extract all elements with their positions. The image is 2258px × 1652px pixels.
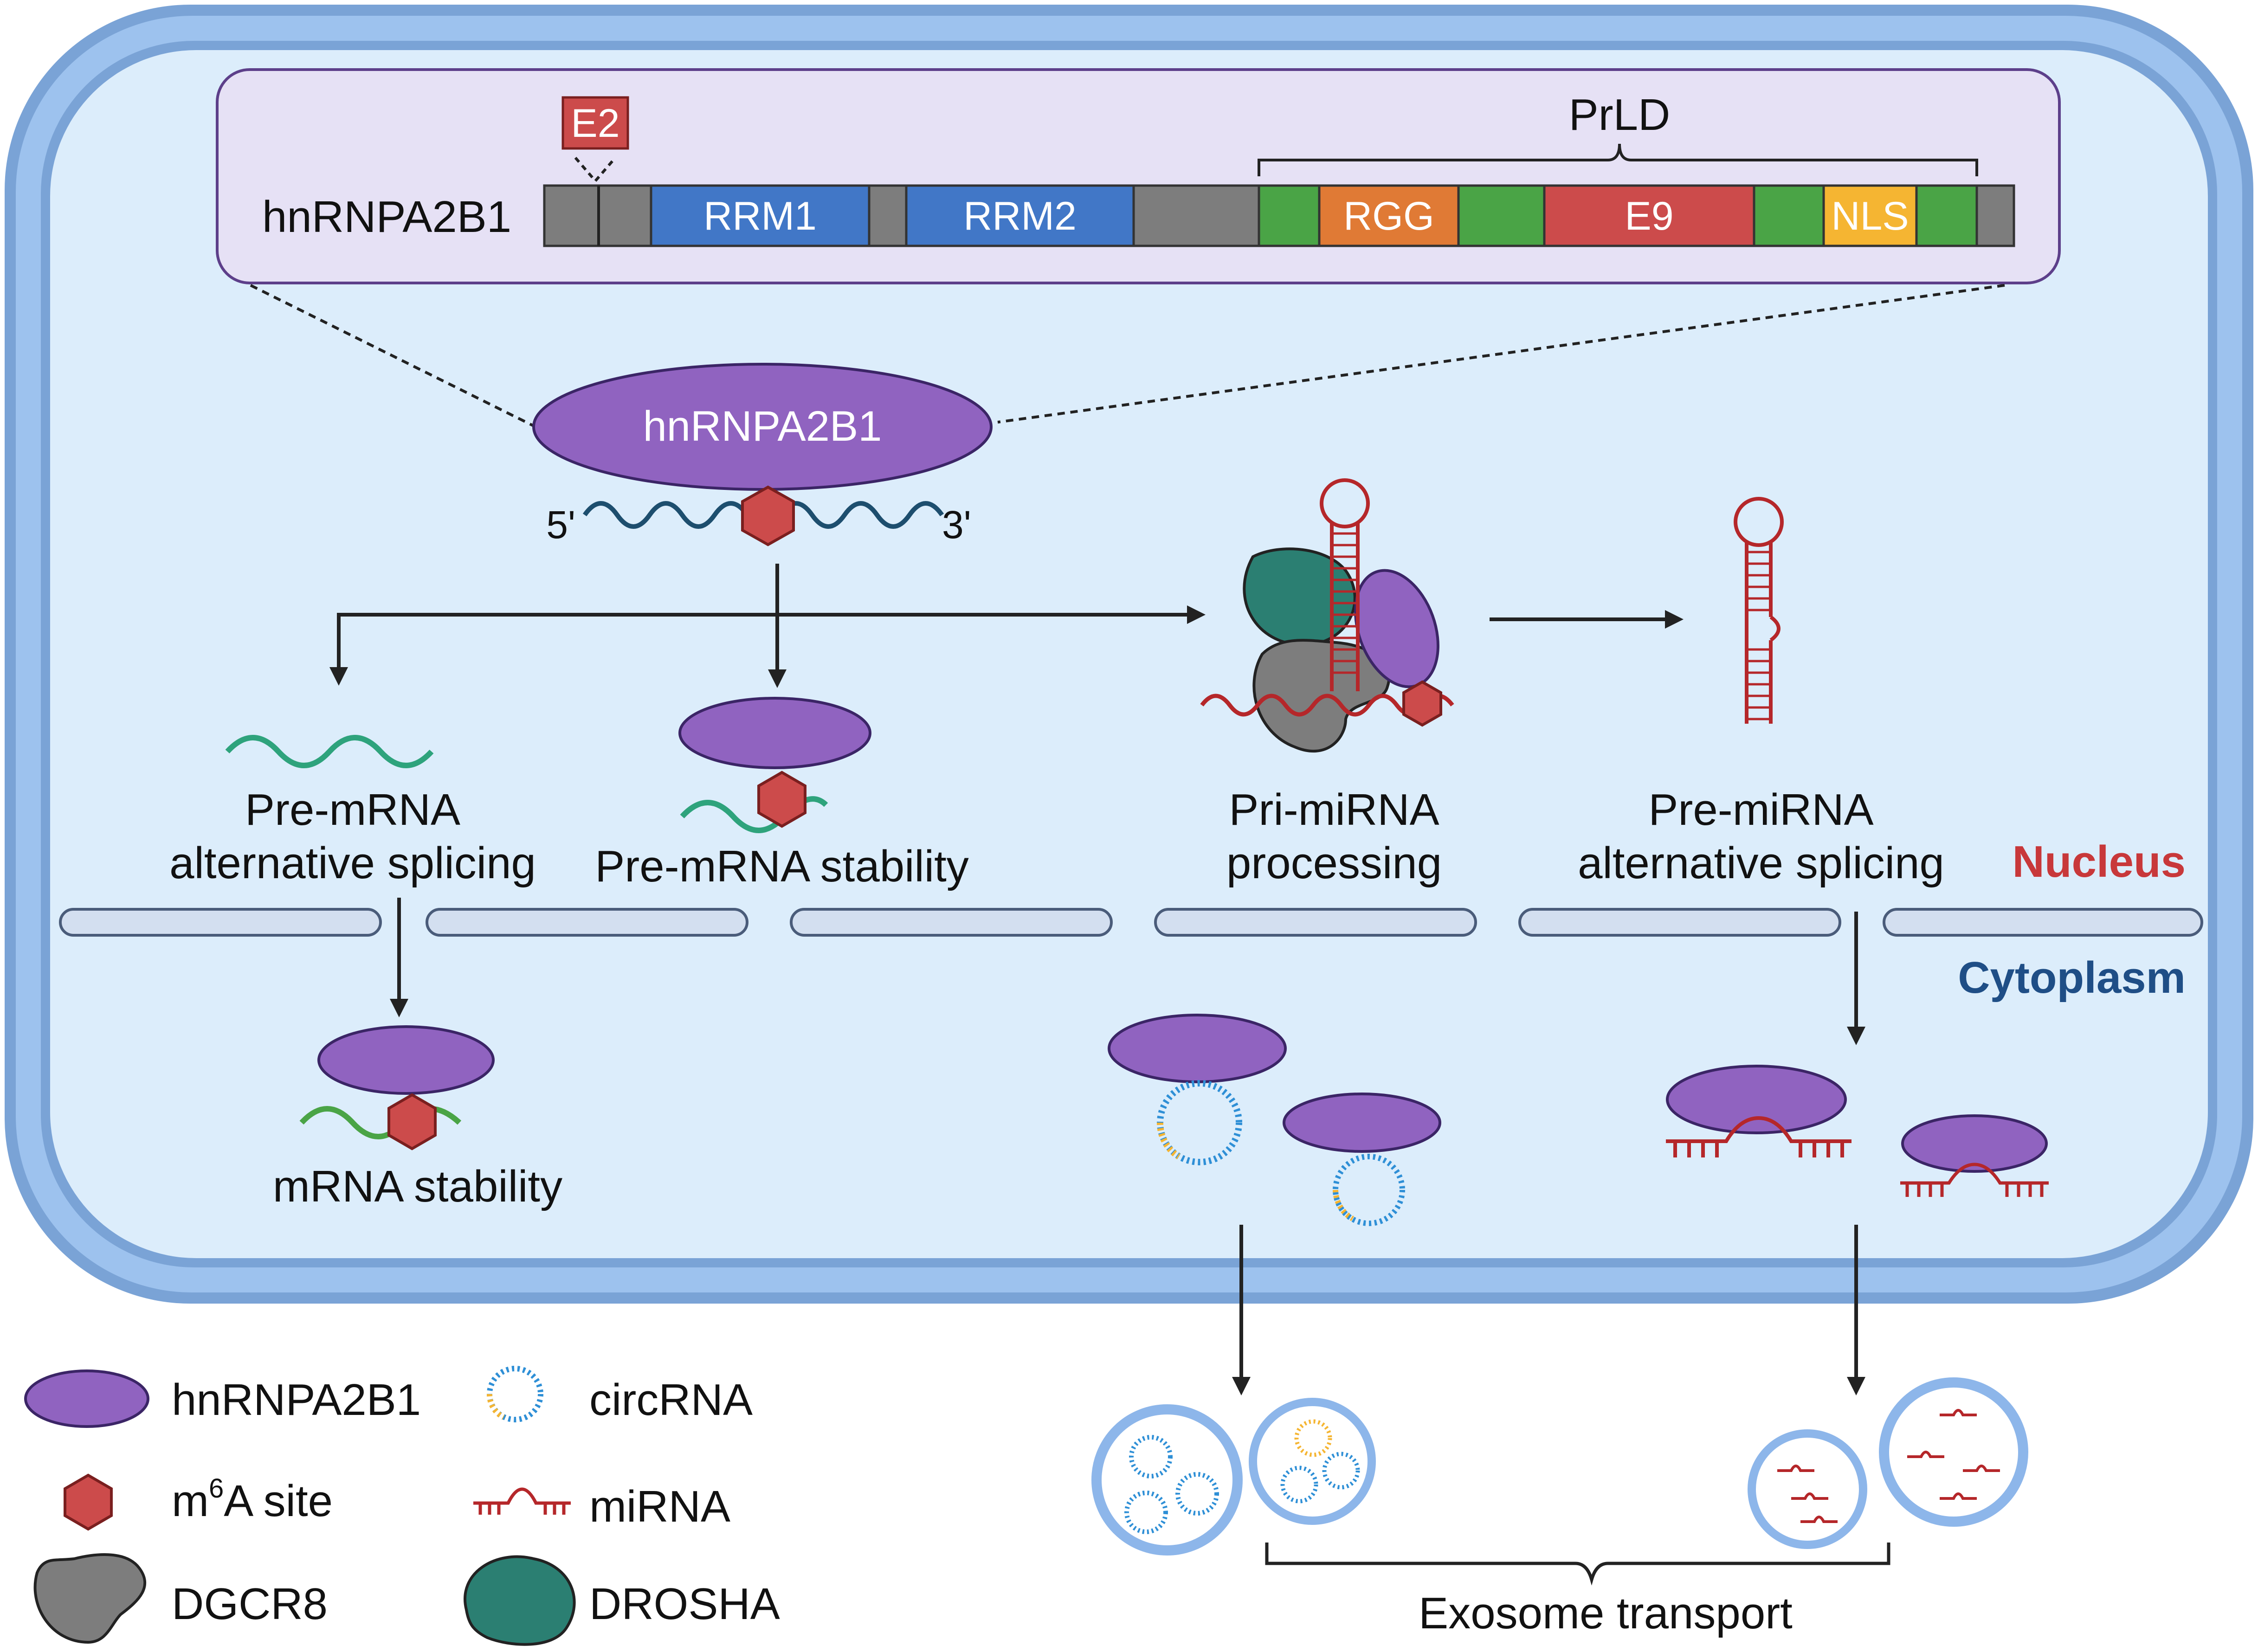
e2-exon-box	[561, 96, 629, 150]
pre-mrna-splicing-rna	[225, 735, 434, 768]
nls-domain	[1822, 184, 1918, 247]
pre-mrna-m6a-site	[757, 771, 806, 828]
pre-mirna-title-2: alternative splicing	[1578, 838, 1944, 888]
nucleus-label: Nucleus	[2013, 837, 2186, 887]
rrm2-label: RRM2	[963, 194, 1077, 238]
central-protein-label: hnRNPA2B1	[643, 403, 882, 450]
central-m6a-site	[741, 485, 795, 546]
exosome-mirna-small	[1748, 1429, 1867, 1549]
legend-dgcr8: DGCR8	[172, 1579, 328, 1629]
rgg-domain	[1318, 184, 1460, 247]
rgg-label: RGG	[1343, 194, 1434, 238]
rrm1-label: RRM1	[703, 194, 817, 238]
legend-hnrnpa2b1: hnRNPA2B1	[172, 1375, 421, 1425]
prld-label: PrLD	[1569, 90, 1671, 140]
legend-drosha: DROSHA	[589, 1579, 780, 1629]
pre-mrna-stability-label: Pre-mRNA stability	[595, 842, 969, 891]
nuclear-membrane	[59, 908, 2203, 937]
cell-membrane	[5, 5, 2253, 1304]
rrm1-domain	[650, 184, 871, 247]
pre-mrna-stability-protein	[678, 697, 871, 769]
legend-mirna-swatch	[473, 1487, 571, 1515]
exosome-circrna-small	[1249, 1398, 1376, 1525]
domain-structure-box: hnRNPA2B1 RRM1 RRM2 RGG E9 NLS E2 PrLD	[216, 68, 2061, 284]
five-prime-label: 5'	[546, 503, 575, 546]
exosome-transport-label: Exosome transport	[1419, 1588, 1793, 1638]
pre-mrna-splicing-title-1: Pre-mRNA	[245, 785, 460, 835]
legend-hnrnp-swatch	[24, 1369, 149, 1428]
e9-domain	[1543, 184, 1755, 247]
pri-mirna-title-2: processing	[1226, 838, 1442, 888]
pre-mirna-title-1: Pre-miRNA	[1648, 785, 1873, 835]
mrna-stability-protein	[317, 1025, 495, 1095]
pre-mirna-hairpin	[1734, 497, 1784, 724]
e9-label: E9	[1625, 194, 1673, 238]
nls-label: NLS	[1831, 194, 1909, 238]
legend: hnRNPA2B1 m6A site DGCR8 circRNA miRNA D…	[24, 1366, 780, 1646]
pri-mirna-complex	[1200, 478, 1454, 753]
drosha-shape	[1243, 547, 1356, 647]
mrna-m6a-site	[387, 1093, 437, 1151]
legend-dgcr8-swatch	[33, 1553, 147, 1644]
legend-mirna: miRNA	[589, 1482, 730, 1531]
cytoplasm-label: Cytoplasm	[1958, 953, 2186, 1003]
legend-drosha-swatch	[464, 1555, 576, 1646]
legend-m6a-swatch	[64, 1473, 113, 1531]
mrna-stability-label: mRNA stability	[273, 1162, 562, 1211]
e2-label: E2	[571, 101, 619, 146]
legend-m6a-label: m6A site	[172, 1473, 333, 1526]
exosome-circrna-large	[1091, 1404, 1243, 1556]
legend-circrna: circRNA	[589, 1375, 753, 1425]
three-prime-label: 3'	[942, 503, 971, 546]
legend-circrna-swatch	[487, 1366, 543, 1422]
pre-mrna-splicing-title-2: alternative splicing	[169, 838, 536, 888]
exosome-brace	[1265, 1543, 1890, 1586]
domain-protein-name: hnRNPA2B1	[262, 192, 511, 242]
prld-brace	[1258, 143, 1978, 176]
rrm2-domain	[905, 184, 1135, 247]
pri-mirna-title-1: Pri-miRNA	[1229, 785, 1439, 835]
exosome-mirna-large	[1879, 1377, 2028, 1527]
